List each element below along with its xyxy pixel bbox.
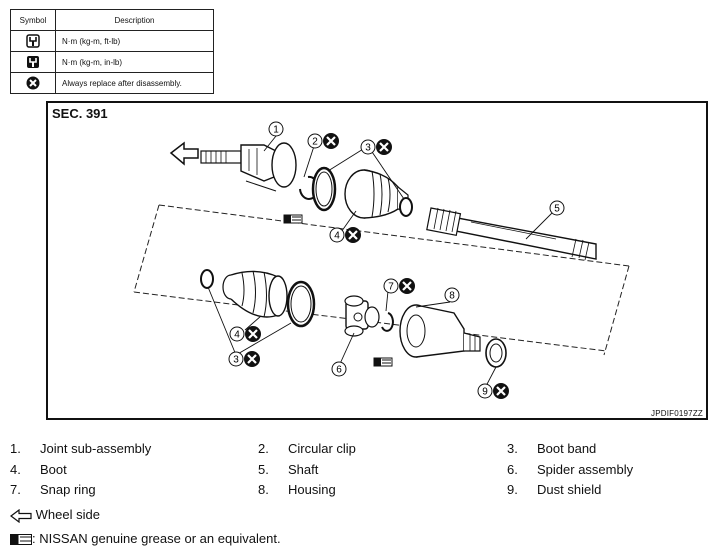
legend-item: 2.Circular clip (258, 441, 356, 456)
replace-x-icon (374, 137, 394, 157)
svg-text:8: 8 (449, 291, 455, 302)
housing (399, 304, 481, 358)
diagram-frame (46, 101, 708, 420)
legend-item: 1.Joint sub-assembly (10, 441, 152, 456)
svg-text:6: 6 (336, 365, 342, 376)
exploded-view-diagram: 1 2 3 5 4 7 8 (133, 121, 630, 401)
svg-text:4: 4 (234, 330, 240, 341)
legend-item: 4.Boot (10, 462, 67, 477)
boot (222, 270, 288, 318)
legend-item: 9.Dust shield (507, 482, 602, 497)
section-label: SEC. 391 (52, 106, 108, 121)
callout-7: 7 (383, 276, 417, 296)
symbol-row-desc: N·m (kg-m, ft-lb) (55, 30, 214, 52)
wheel-side-arrow (169, 141, 199, 166)
callout-4-lower: 4 (229, 324, 263, 344)
svg-text:9: 9 (482, 387, 488, 398)
grease-icon (283, 214, 303, 224)
boot (344, 169, 409, 219)
boot-band (200, 269, 214, 289)
svg-text:1: 1 (273, 125, 279, 136)
svg-text:7: 7 (388, 282, 394, 293)
symbol-header: Symbol (10, 9, 56, 31)
callout-1: 1 (268, 121, 284, 137)
boot-band (286, 280, 316, 328)
grease-icon (373, 357, 393, 367)
replace-x-icon (26, 76, 40, 90)
legend-item: 3.Boot band (507, 441, 597, 456)
replace-x-icon (243, 324, 263, 344)
svg-text:4: 4 (334, 231, 340, 242)
legend-item: 8.Housing (258, 482, 336, 497)
spider-assembly (344, 295, 380, 337)
replace-x-icon (491, 381, 511, 401)
torque-wrench-small-icon (27, 56, 39, 68)
callout-3-upper: 3 (360, 137, 394, 157)
description-header: Description (55, 9, 214, 31)
callout-2: 2 (307, 131, 341, 151)
callout-6: 6 (331, 361, 347, 377)
svg-text:5: 5 (554, 204, 560, 215)
legend-item: 6.Spider assembly (507, 462, 634, 477)
torque-wrench-icon (26, 34, 40, 48)
callout-3-lower: 3 (228, 349, 262, 369)
leader-lines (207, 135, 553, 389)
legend-item: 7.Snap ring (10, 482, 96, 497)
replace-x-icon (321, 131, 341, 151)
callout-9: 9 (477, 381, 511, 401)
legend-item: 5.Shaft (258, 462, 319, 477)
callout-4-upper: 4 (329, 225, 363, 245)
svg-text:3: 3 (365, 143, 371, 154)
snap-ring (381, 312, 394, 332)
svg-text:2: 2 (312, 137, 318, 148)
symbol-row-desc: Always replace after disassembly. (55, 72, 214, 94)
symbol-row-desc: N·m (kg-m, in-lb) (55, 51, 214, 73)
wheel-side-note: Wheel side (10, 507, 100, 523)
replace-x-icon (397, 276, 417, 296)
replace-x-icon (242, 349, 262, 369)
callout-8: 8 (444, 287, 460, 303)
dust-shield (485, 338, 507, 368)
boot-band (399, 197, 413, 217)
boot-band (311, 166, 337, 212)
svg-text:3: 3 (233, 355, 239, 366)
grease-note: : NISSAN genuine grease or an equivalent… (10, 531, 281, 546)
shaft (426, 207, 597, 261)
symbol-table: Symbol Description N·m (kg-m, ft-lb) N·m… (10, 9, 214, 94)
wheel-side-arrow-icon (10, 508, 32, 523)
callout-5: 5 (549, 200, 565, 216)
figure-code: JPDIF0197ZZ (651, 409, 703, 418)
grease-icon (10, 534, 32, 546)
joint-sub-assembly (200, 142, 297, 192)
assembly-boundary (133, 204, 630, 356)
replace-x-icon (343, 225, 363, 245)
